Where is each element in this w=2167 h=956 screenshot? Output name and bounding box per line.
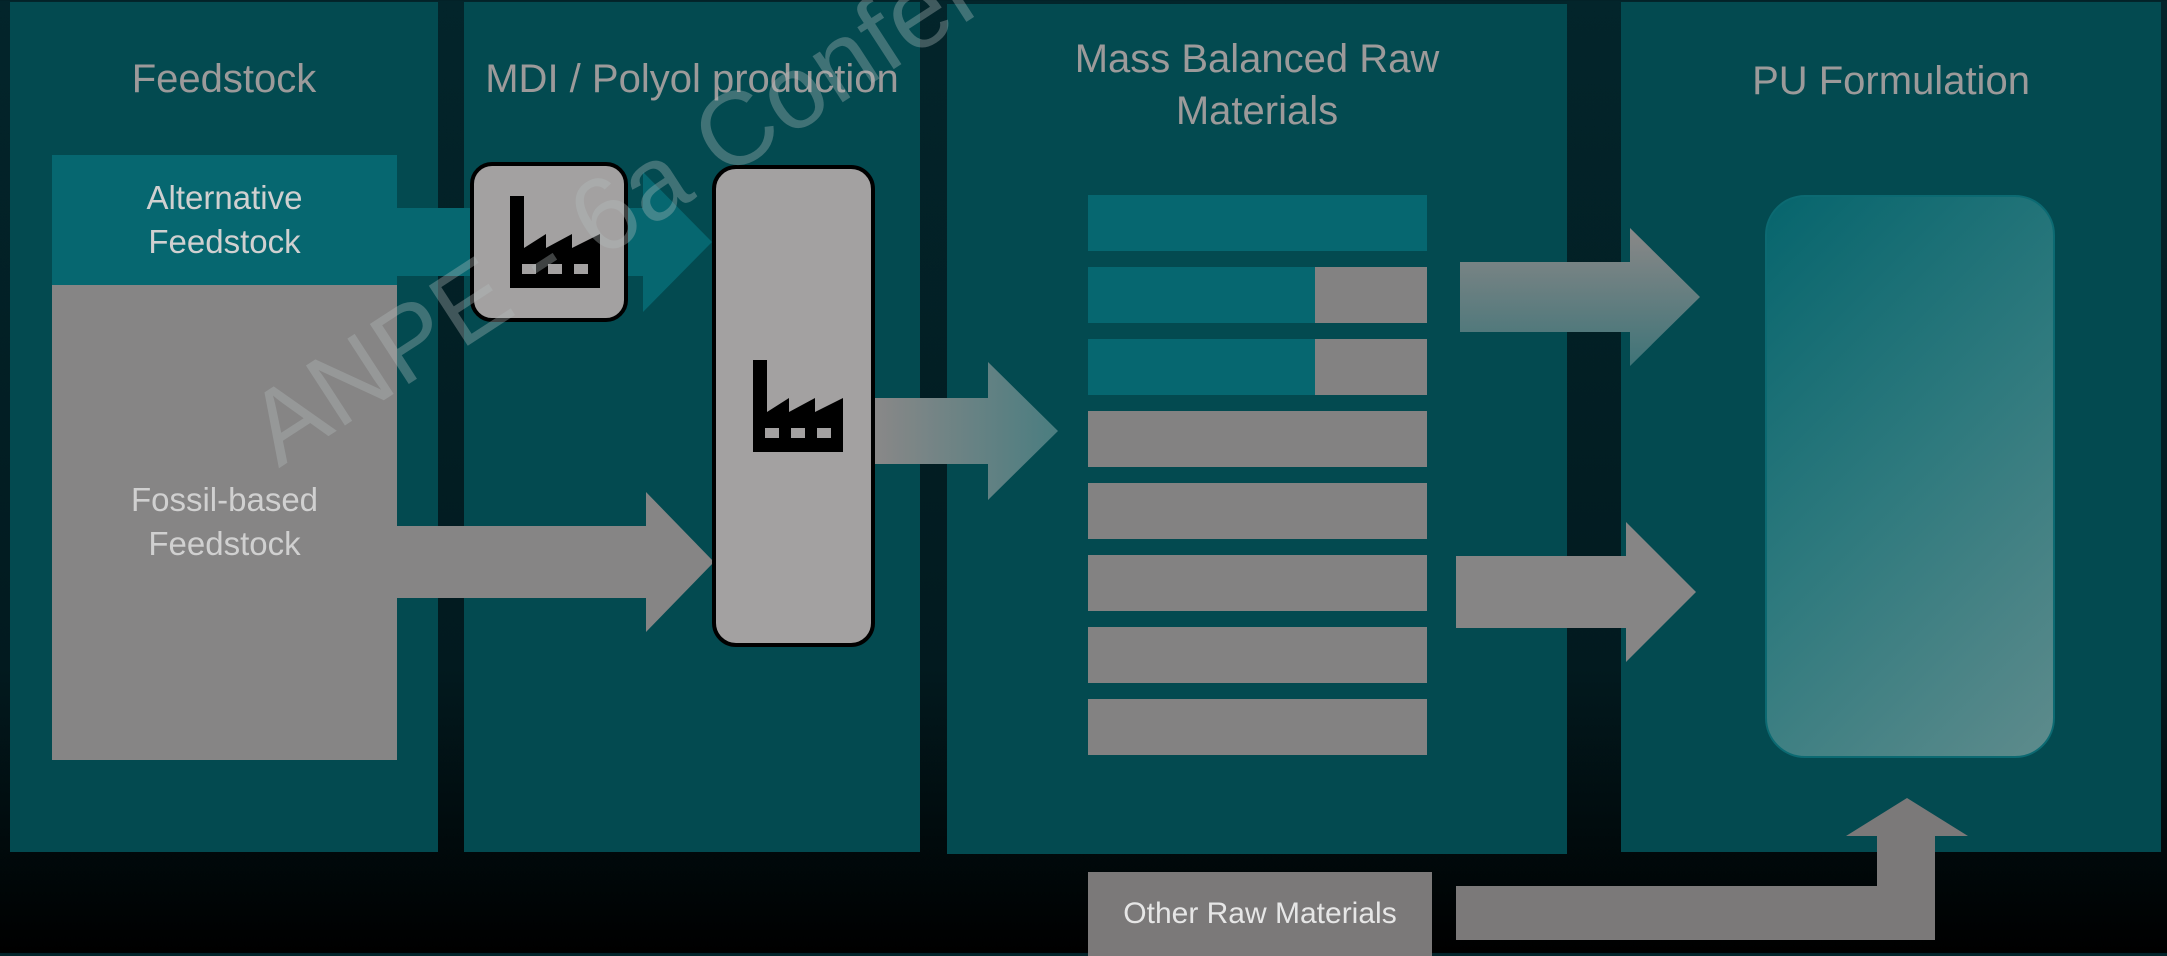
pu-formulation-title: PU Formulation bbox=[1752, 59, 2030, 103]
raw-material-bar bbox=[1088, 483, 1427, 539]
other-raw-materials-label: Other Raw Materials bbox=[1123, 897, 1397, 930]
raw-material-bar bbox=[1088, 555, 1427, 611]
pu-formulation-box bbox=[1765, 195, 2055, 758]
raw-material-bar-alternative-share bbox=[1088, 195, 1427, 251]
alternative-feedstock-label-line1: Alternative bbox=[146, 179, 303, 216]
fossil-to-plant-arrow bbox=[396, 492, 714, 632]
small-plant-box bbox=[470, 162, 628, 322]
plant-to-materials-arrow bbox=[872, 362, 1058, 500]
upper-to-pu-arrow bbox=[1460, 228, 1700, 366]
alt-to-plant-connector bbox=[396, 208, 470, 276]
fossil-feedstock-label-line1: Fossil-based bbox=[130, 481, 319, 518]
raw-material-bar-alternative-share bbox=[1088, 339, 1315, 395]
factory-icon bbox=[510, 196, 600, 288]
plant-to-plant-arrow bbox=[626, 172, 712, 312]
raw-material-bar bbox=[1088, 627, 1427, 683]
mass-balanced-title-line1: Mass Balanced Raw bbox=[1074, 37, 1440, 81]
mass-balanced-title-line2: Materials bbox=[1175, 89, 1339, 133]
feedstock-title: Feedstock bbox=[131, 57, 317, 101]
production-title: MDI / Polyol production bbox=[485, 57, 899, 101]
large-plant-box bbox=[712, 165, 875, 647]
raw-material-bar bbox=[1088, 699, 1427, 755]
alternative-feedstock-box bbox=[52, 155, 397, 285]
fossil-feedstock-box bbox=[52, 285, 397, 760]
lower-to-pu-arrow bbox=[1456, 522, 1696, 662]
factory-icon bbox=[753, 360, 843, 452]
other-to-pu-arrow bbox=[1456, 834, 1880, 886]
raw-material-bar-alternative-share bbox=[1088, 267, 1315, 323]
alternative-feedstock-label-line2: Feedstock bbox=[148, 223, 301, 260]
other-raw-materials-box bbox=[1088, 872, 1432, 956]
other-to-pu-elbow-arrow bbox=[1456, 798, 1968, 940]
raw-material-bar bbox=[1088, 411, 1427, 467]
fossil-feedstock-label-line2: Feedstock bbox=[148, 525, 301, 562]
